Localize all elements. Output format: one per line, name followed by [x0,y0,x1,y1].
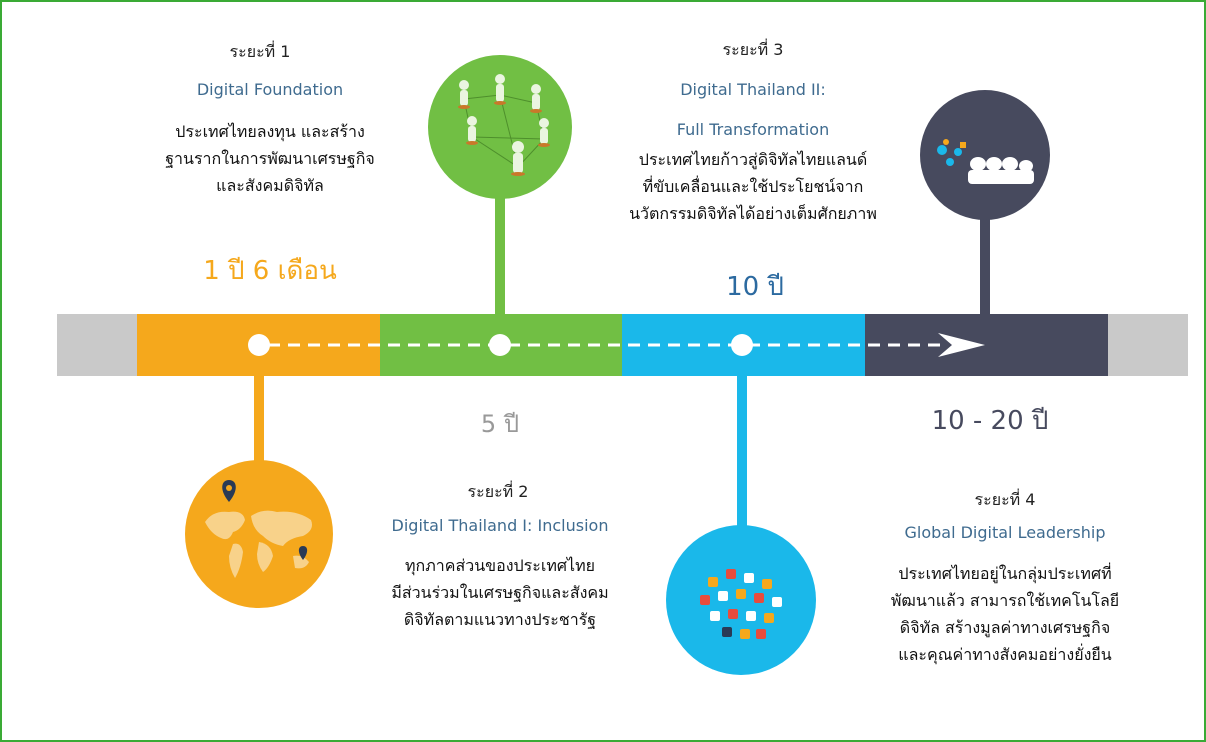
stem-3 [737,345,747,545]
global-leadership-icon [920,90,1050,220]
phase1-name: Digital Foundation [196,80,344,99]
phase4-description: ประเทศไทยอยู่ในกลุ่มประเทศที่ พัฒนาแล้ว … [890,564,1120,664]
phase1-duration: 1 ปี 6 เดือน [203,256,337,286]
world-map-icon [185,460,333,608]
phase4-duration: 10 - 20 ปี [931,406,1049,436]
timeline-endcap-left [57,314,137,376]
phase3-description: ประเทศไทยก้าวสู่ดิจิทัลไทยแลนด์ ที่ขับเค… [629,150,877,223]
people-network-icon [428,55,572,199]
timeline-dot-3 [731,334,753,356]
phase2-title: ระยะที่ 2 [467,482,529,501]
stem-2 [495,190,505,345]
phase4-title: ระยะที่ 4 [974,490,1036,509]
phase3-name: Digital Thailand II: Full Transformation [676,80,830,139]
phase2-name: Digital Thailand I: Inclusion [391,516,609,535]
stem-4 [980,215,990,315]
timeline-endcap-right [1108,314,1188,376]
phase3-title: ระยะที่ 3 [722,40,784,59]
phase2-duration: 5 ปี [480,410,520,438]
digital-apps-icon [666,525,816,675]
phase1-title: ระยะที่ 1 [229,42,291,61]
timeline-dot-2 [489,334,511,356]
phase1-description: ประเทศไทยลงทุน และสร้าง ฐานรากในการพัฒนา… [165,122,375,195]
timeline-dot-1 [248,334,270,356]
stem-1 [254,345,264,470]
phase2-description: ทุกภาคส่วนของประเทศไทย มีส่วนร่วมในเศรษฐ… [391,556,609,629]
timeline-segment-4 [865,314,1108,376]
phase4-name: Global Digital Leadership [904,523,1106,542]
phase3-duration: 10 ปี [726,272,784,302]
